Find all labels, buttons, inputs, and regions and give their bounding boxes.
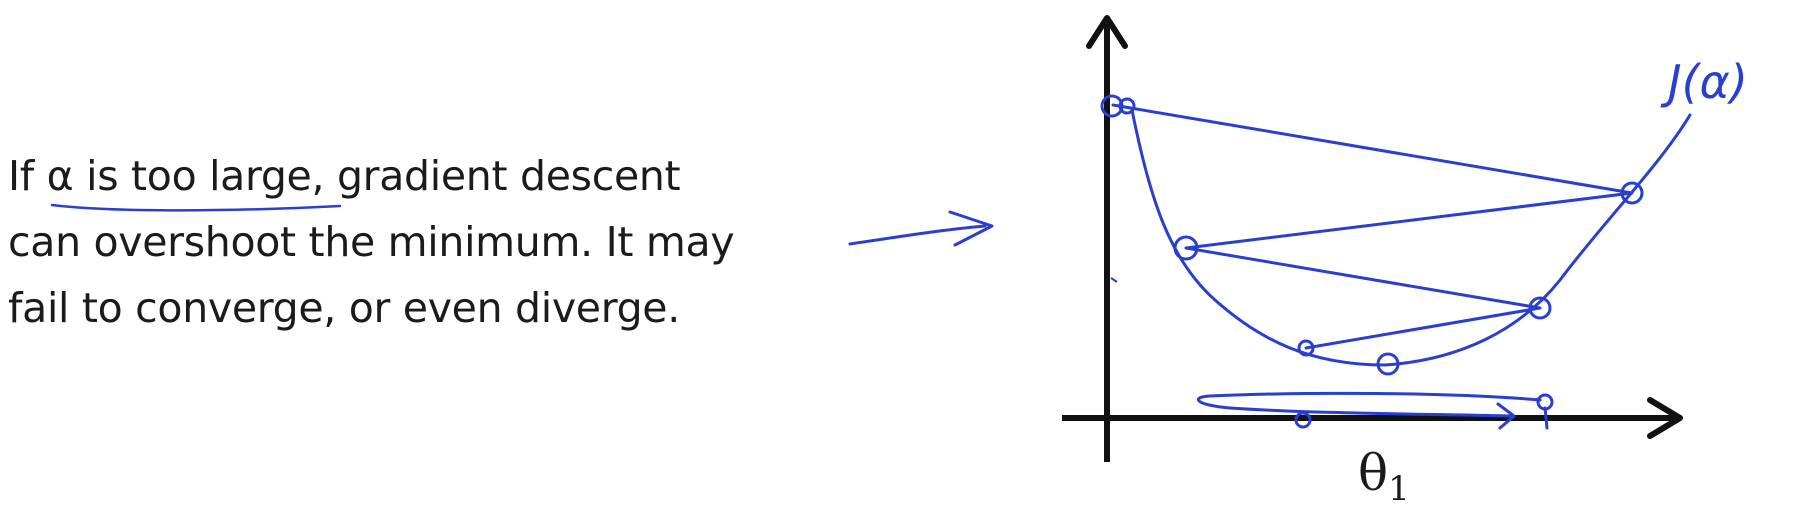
descent-steps xyxy=(1100,94,1644,376)
curve-label: J(α) xyxy=(1660,55,1748,109)
step-point xyxy=(1297,339,1315,357)
text-line-3: fail to converge, or even diverge. xyxy=(8,284,680,332)
x-axis-label-subscript: 1 xyxy=(1388,469,1410,509)
theta-projection xyxy=(1197,391,1554,430)
step-point xyxy=(1376,352,1400,376)
x-axis-arrowhead xyxy=(1647,397,1683,439)
y-axis-tick xyxy=(1110,277,1118,283)
x-axis-label-symbol: θ xyxy=(1358,444,1388,502)
step-point xyxy=(1528,296,1552,320)
slide-text: If α is too large, gradient descent can … xyxy=(8,143,828,341)
step-point xyxy=(1100,94,1124,118)
step-point xyxy=(1620,181,1644,205)
pointer-arrow xyxy=(848,210,994,247)
cost-curve xyxy=(1130,108,1692,367)
text-line-1: If α is too large, gradient descent xyxy=(8,152,681,200)
axes xyxy=(1062,15,1683,462)
y-axis-arrowhead xyxy=(1086,15,1128,49)
theta-point xyxy=(1294,411,1312,429)
underline-mark xyxy=(50,203,342,212)
step-point xyxy=(1118,97,1136,115)
step-point xyxy=(1173,235,1199,261)
x-axis-label: θ1 xyxy=(1358,444,1410,509)
text-line-2: can overshoot the minimum. It may xyxy=(8,218,735,266)
